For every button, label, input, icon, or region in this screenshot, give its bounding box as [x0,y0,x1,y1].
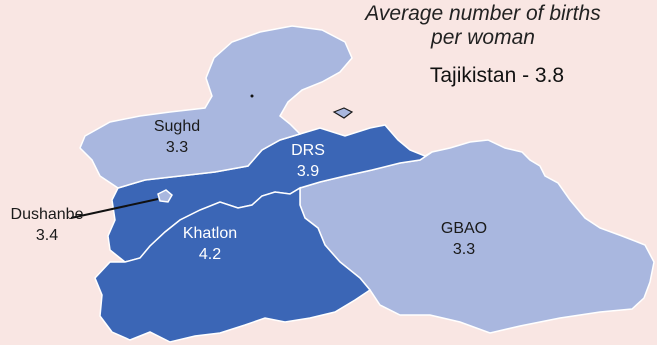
region-value: 3.9 [296,163,320,180]
region-label-khatlon: Khatlon 4.2 [165,223,255,265]
title-line-1: Average number of births [365,2,601,25]
region-value: 4.2 [198,246,222,263]
region-name: Sughd [153,118,201,135]
region-name: Khatlon [182,225,238,242]
region-name: GBAO [440,220,488,237]
region-value: 3.4 [35,227,59,244]
title-line-2: per woman [431,26,535,49]
region-value: 3.3 [452,241,476,258]
region-name: DRS [291,142,325,159]
national-average: Tajikistan - 3.8 [429,64,565,87]
region-khatlon [94,186,372,343]
sughd-enclave [332,107,354,119]
region-name: Dushanbe [10,206,84,223]
region-label-sughd: Sughd 3.3 [132,116,222,158]
region-label-drs: DRS 3.9 [268,140,348,182]
region-dushanbe [157,189,173,203]
dushanbe-pointer-line [70,198,159,219]
region-label-dushanbe: Dushanbe 3.4 [2,204,92,246]
map-dot [250,94,254,98]
region-value: 3.3 [165,139,189,156]
chart-title: Average number of births per woman [333,2,633,50]
region-label-gbao: GBAO 3.3 [424,218,504,260]
region-sughd [79,25,353,189]
